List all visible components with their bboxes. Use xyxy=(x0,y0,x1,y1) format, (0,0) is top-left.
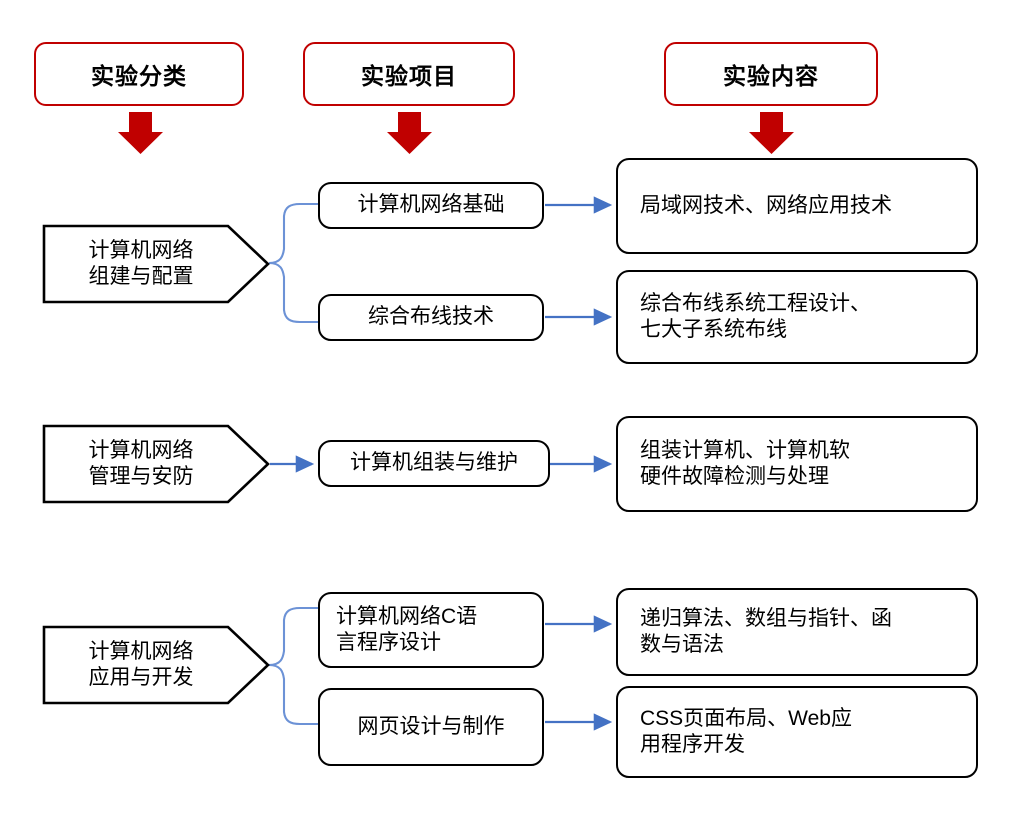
category-line-2: 管理与安防 xyxy=(88,465,194,488)
header-down-arrow-project xyxy=(387,112,432,154)
category-line-1: 计算机网络 xyxy=(88,439,194,463)
content-label-network-basics: 局域网技术、网络应用技术 xyxy=(640,193,892,217)
header-down-arrow-content xyxy=(749,112,794,154)
project-label-c-language: 计算机网络C语 言程序设计 xyxy=(336,604,478,654)
category-line-2: 应用与开发 xyxy=(88,666,194,689)
content-node-structured-cabling[interactable]: 综合布线系统工程设计、 七大子系统布线 xyxy=(616,270,978,364)
content-node-c-language[interactable]: 递归算法、数组与指针、函 数与语法 xyxy=(616,588,978,676)
content-node-network-basics[interactable]: 局域网技术、网络应用技术 xyxy=(616,158,978,254)
header-label-category: 实验分类 xyxy=(91,63,187,89)
brace-connector-row-3 xyxy=(268,606,318,726)
project-node-network-basics[interactable]: 计算机网络基础 xyxy=(318,182,544,229)
content-label-c-language: 递归算法、数组与指针、函 数与语法 xyxy=(640,606,892,656)
project-node-web-design[interactable]: 网页设计与制作 xyxy=(318,688,544,766)
brace-connector-row-1 xyxy=(268,202,318,324)
content-node-assembly-maintenance[interactable]: 组装计算机、计算机软 硬件故障检测与处理 xyxy=(616,416,978,512)
content-node-web-design[interactable]: CSS页面布局、Web应 用程序开发 xyxy=(616,686,978,778)
header-experiment-content: 实验内容 xyxy=(664,42,878,106)
header-experiment-category: 实验分类 xyxy=(34,42,244,106)
project-label-network-basics: 计算机网络基础 xyxy=(357,193,505,217)
content-label-web-design: CSS页面布局、Web应 用程序开发 xyxy=(640,706,852,756)
category-line-2: 组建与配置 xyxy=(88,265,194,288)
header-down-arrow-category xyxy=(118,112,163,154)
project-node-c-language[interactable]: 计算机网络C语 言程序设计 xyxy=(318,592,544,668)
category-line-1: 计算机网络 xyxy=(88,640,194,664)
category-label-network-app: 计算机网络 应用与开发 xyxy=(56,625,226,705)
category-line-1: 计算机网络 xyxy=(88,239,194,263)
category-label-network-build: 计算机网络 组建与配置 xyxy=(56,224,226,304)
category-label-network-manage: 计算机网络 管理与安防 xyxy=(56,424,226,504)
content-label-assembly-maintenance: 组装计算机、计算机软 硬件故障检测与处理 xyxy=(640,438,850,488)
project-label-assembly-maintenance: 计算机组装与维护 xyxy=(350,451,518,475)
project-label-structured-cabling: 综合布线技术 xyxy=(368,305,494,329)
category-shape-network-build: 计算机网络 组建与配置 xyxy=(42,224,270,304)
header-experiment-project: 实验项目 xyxy=(303,42,515,106)
header-label-content: 实验内容 xyxy=(723,63,819,89)
project-node-assembly-maintenance[interactable]: 计算机组装与维护 xyxy=(318,440,550,487)
content-label-structured-cabling: 综合布线系统工程设计、 七大子系统布线 xyxy=(640,291,871,341)
category-shape-network-manage: 计算机网络 管理与安防 xyxy=(42,424,270,504)
project-node-structured-cabling[interactable]: 综合布线技术 xyxy=(318,294,544,341)
header-label-project: 实验项目 xyxy=(361,63,457,89)
project-label-web-design: 网页设计与制作 xyxy=(357,714,505,738)
category-shape-network-app: 计算机网络 应用与开发 xyxy=(42,625,270,705)
